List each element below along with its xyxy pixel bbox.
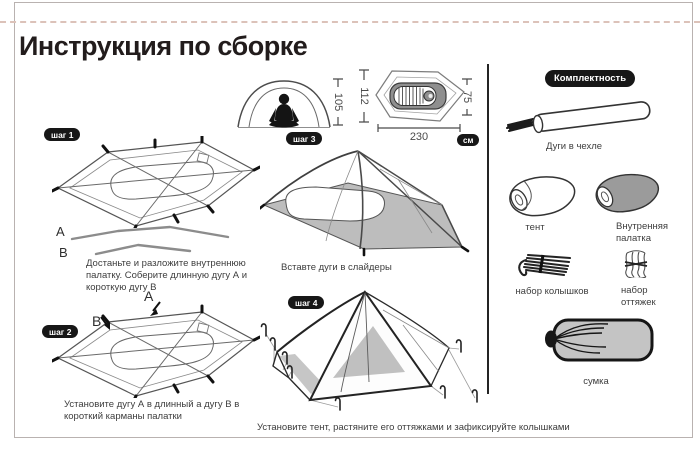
meditating-person-icon [269,93,299,128]
stake-icon [455,339,462,353]
dimension-inner-width: 75 [461,78,473,116]
unit-badge: см [457,134,480,146]
dimension-width: 112 [358,69,370,123]
front-view-tent-illustration [237,80,331,128]
kit-item-label-bag: сумка [583,376,609,387]
guyline-set-illustration [624,250,648,278]
pole-a-b-illustration [70,225,230,256]
kit-item-label-stakes: набор колышков [515,286,589,297]
kit-item-label-guylines: набор оттяжек [621,285,656,308]
bag-illustration [545,318,654,362]
step-3-badge: шаг 3 [286,132,323,145]
pole-b-label: B [92,313,102,329]
stake-icon [334,397,341,411]
stake-icon [439,385,446,399]
step-2-badge: шаг 2 [42,325,79,338]
pole-a-label: A [144,288,154,304]
kit-header-badge: Комплектность [545,70,636,87]
step-3-caption: Вставте дуги в слайдеры [281,262,392,273]
pole-a-label: A [56,224,65,239]
page-title: Инструкция по сборке [19,31,308,61]
dimension-height: 105 [332,78,344,126]
step-1-caption: Достаньте и разложите внутреннюю палатку… [86,258,248,293]
insert-arrow-b-icon [100,316,110,330]
dimension-length-bracket [377,124,461,132]
panel-divider [487,64,489,394]
pole-a-illustration [70,225,230,241]
step4-tent-illustration [260,290,478,411]
sleeping-bag-icon [393,86,437,106]
inner-tent-roll-illustration [595,173,659,213]
flysheet-roll-illustration [509,176,576,217]
kit-item-label-flysheet: тент [525,222,545,233]
pole-b-illustration [94,243,192,256]
dimension-width-label: 112 [358,87,370,105]
step-2-caption: Установите дугу А в длинный а дугу В в к… [64,399,240,422]
poles-in-case-illustration [506,101,651,134]
kit-item-label-poles: Дуги в чехле [545,141,603,152]
stake-icon [260,323,267,337]
step-4-caption: Установите тент, растяните его оттяжками… [257,422,570,433]
pole-b-label: B [59,245,68,260]
page-border [14,2,693,438]
dimension-height-label: 105 [332,93,344,111]
kit-item-label-inner-tent: Внутренняя палатка [616,221,669,244]
dimension-inner-width-label: 75 [461,91,473,103]
dimension-length-label: 230 [409,131,429,143]
step1-tent-illustration [52,136,260,228]
stake-set-illustration [518,253,572,277]
step-1-badge: шаг 1 [44,128,81,141]
step2-tent-illustration [52,301,260,398]
tear-line [0,21,700,23]
insert-arrow-a-icon [150,301,161,316]
step3-tent-illustration [260,150,470,257]
top-view-tent-illustration [375,70,465,122]
stake-icon [269,337,276,351]
stake-icon [471,389,478,403]
step-4-badge: шаг 4 [288,296,325,309]
